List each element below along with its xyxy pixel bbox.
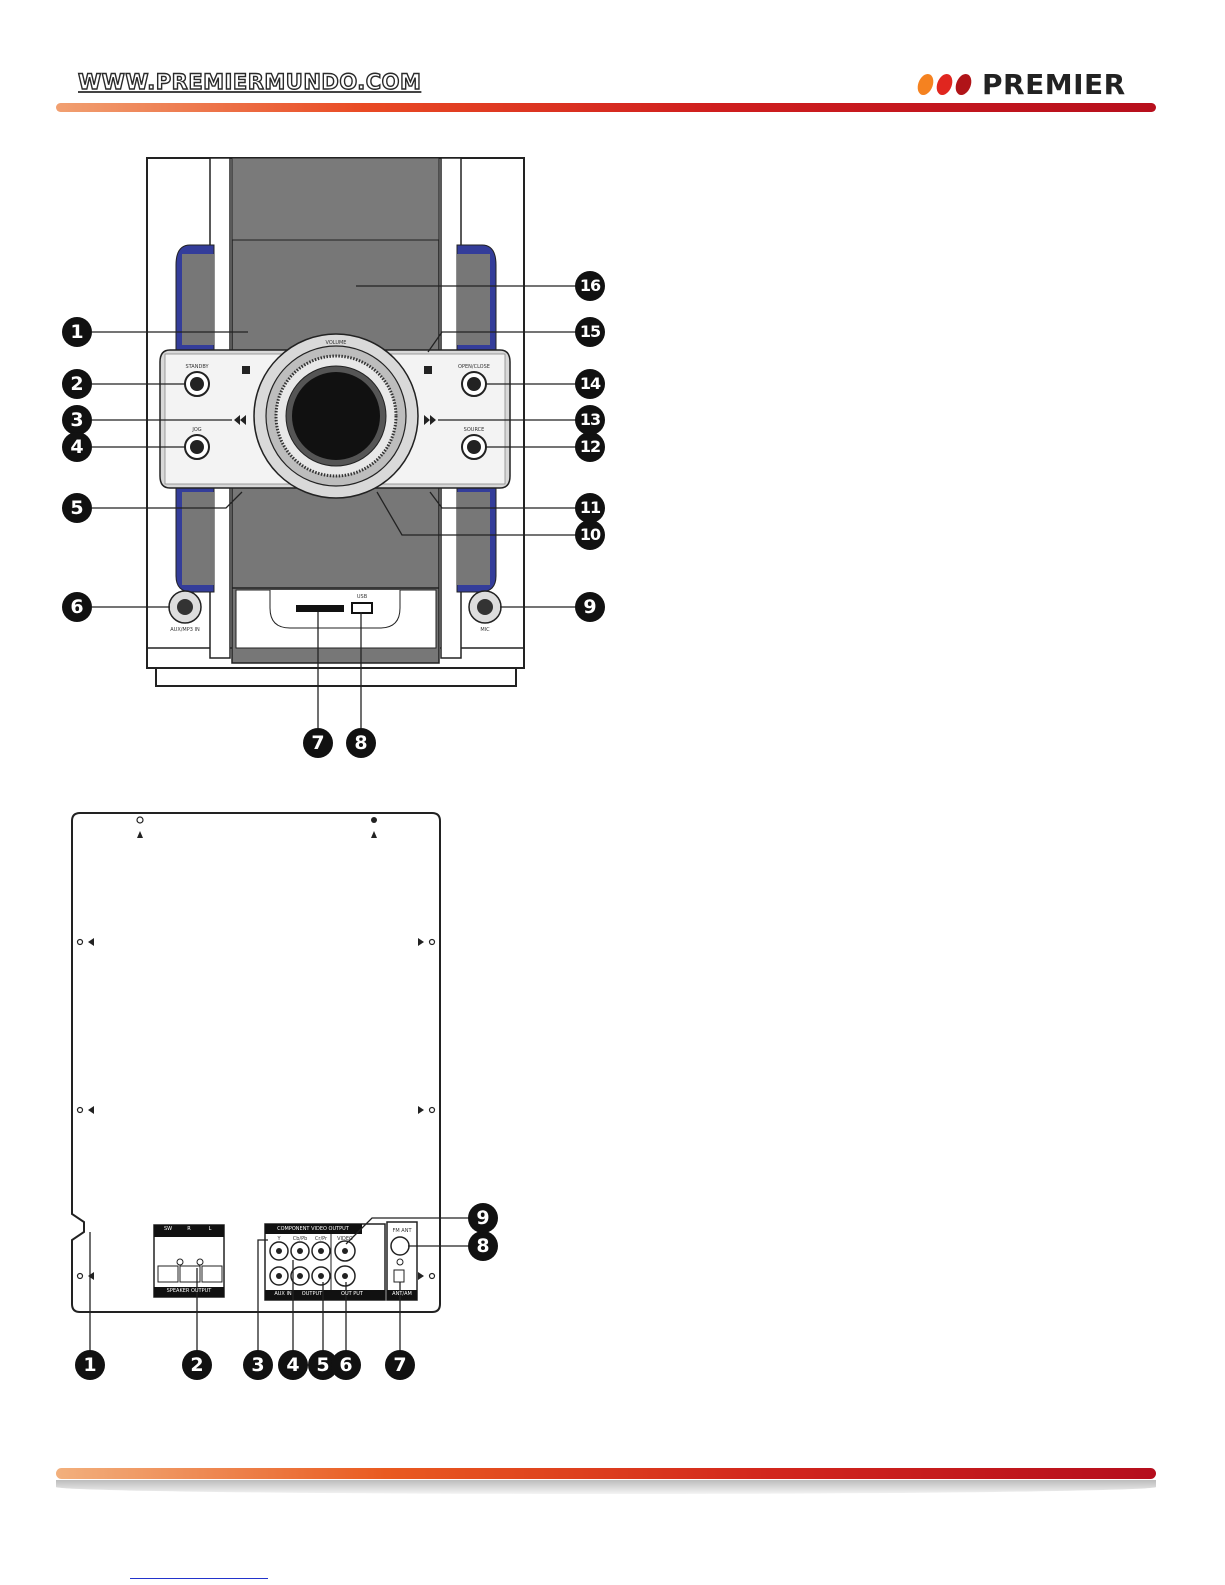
rear-label-speaker: SPEAKER OUTPUT (167, 1288, 212, 1294)
rear-callout-4: 4 (278, 1350, 308, 1380)
rear-label-aux-in: AUX IN (274, 1291, 291, 1297)
rear-label-r: R (187, 1226, 190, 1232)
rear-label-cr: Cr/Pr (315, 1236, 327, 1242)
rear-label-component-video: COMPONENT VIDEO OUTPUT (277, 1226, 349, 1232)
rear-label-am-ant: ANT/AM (392, 1291, 412, 1297)
rear-label-video: VIDEO (337, 1236, 353, 1242)
rear-panel-diagram (0, 0, 1225, 1400)
footer-rule (56, 1468, 1156, 1479)
rear-callout-8: 8 (468, 1231, 498, 1261)
footer-link-underline[interactable] (130, 1578, 268, 1579)
rear-callout-6: 6 (331, 1350, 361, 1380)
rear-label-cb: Cb/Pb (293, 1236, 308, 1242)
rear-label-output: OUTPUT (302, 1291, 322, 1297)
rear-callout-3: 3 (243, 1350, 273, 1380)
rear-label-y: Y (277, 1236, 280, 1242)
rear-label-out-put: OUT PUT (341, 1291, 363, 1297)
rear-label-sw: SW (164, 1226, 172, 1232)
rear-label-l: L (209, 1226, 212, 1232)
rear-callout-9: 9 (468, 1203, 498, 1233)
rear-callout-2: 2 (182, 1350, 212, 1380)
rear-callout-1: 1 (75, 1350, 105, 1380)
rear-callout-7: 7 (385, 1350, 415, 1380)
rear-label-fm-ant: FM ANT (393, 1228, 412, 1234)
footer-rule-shadow (56, 1480, 1156, 1494)
